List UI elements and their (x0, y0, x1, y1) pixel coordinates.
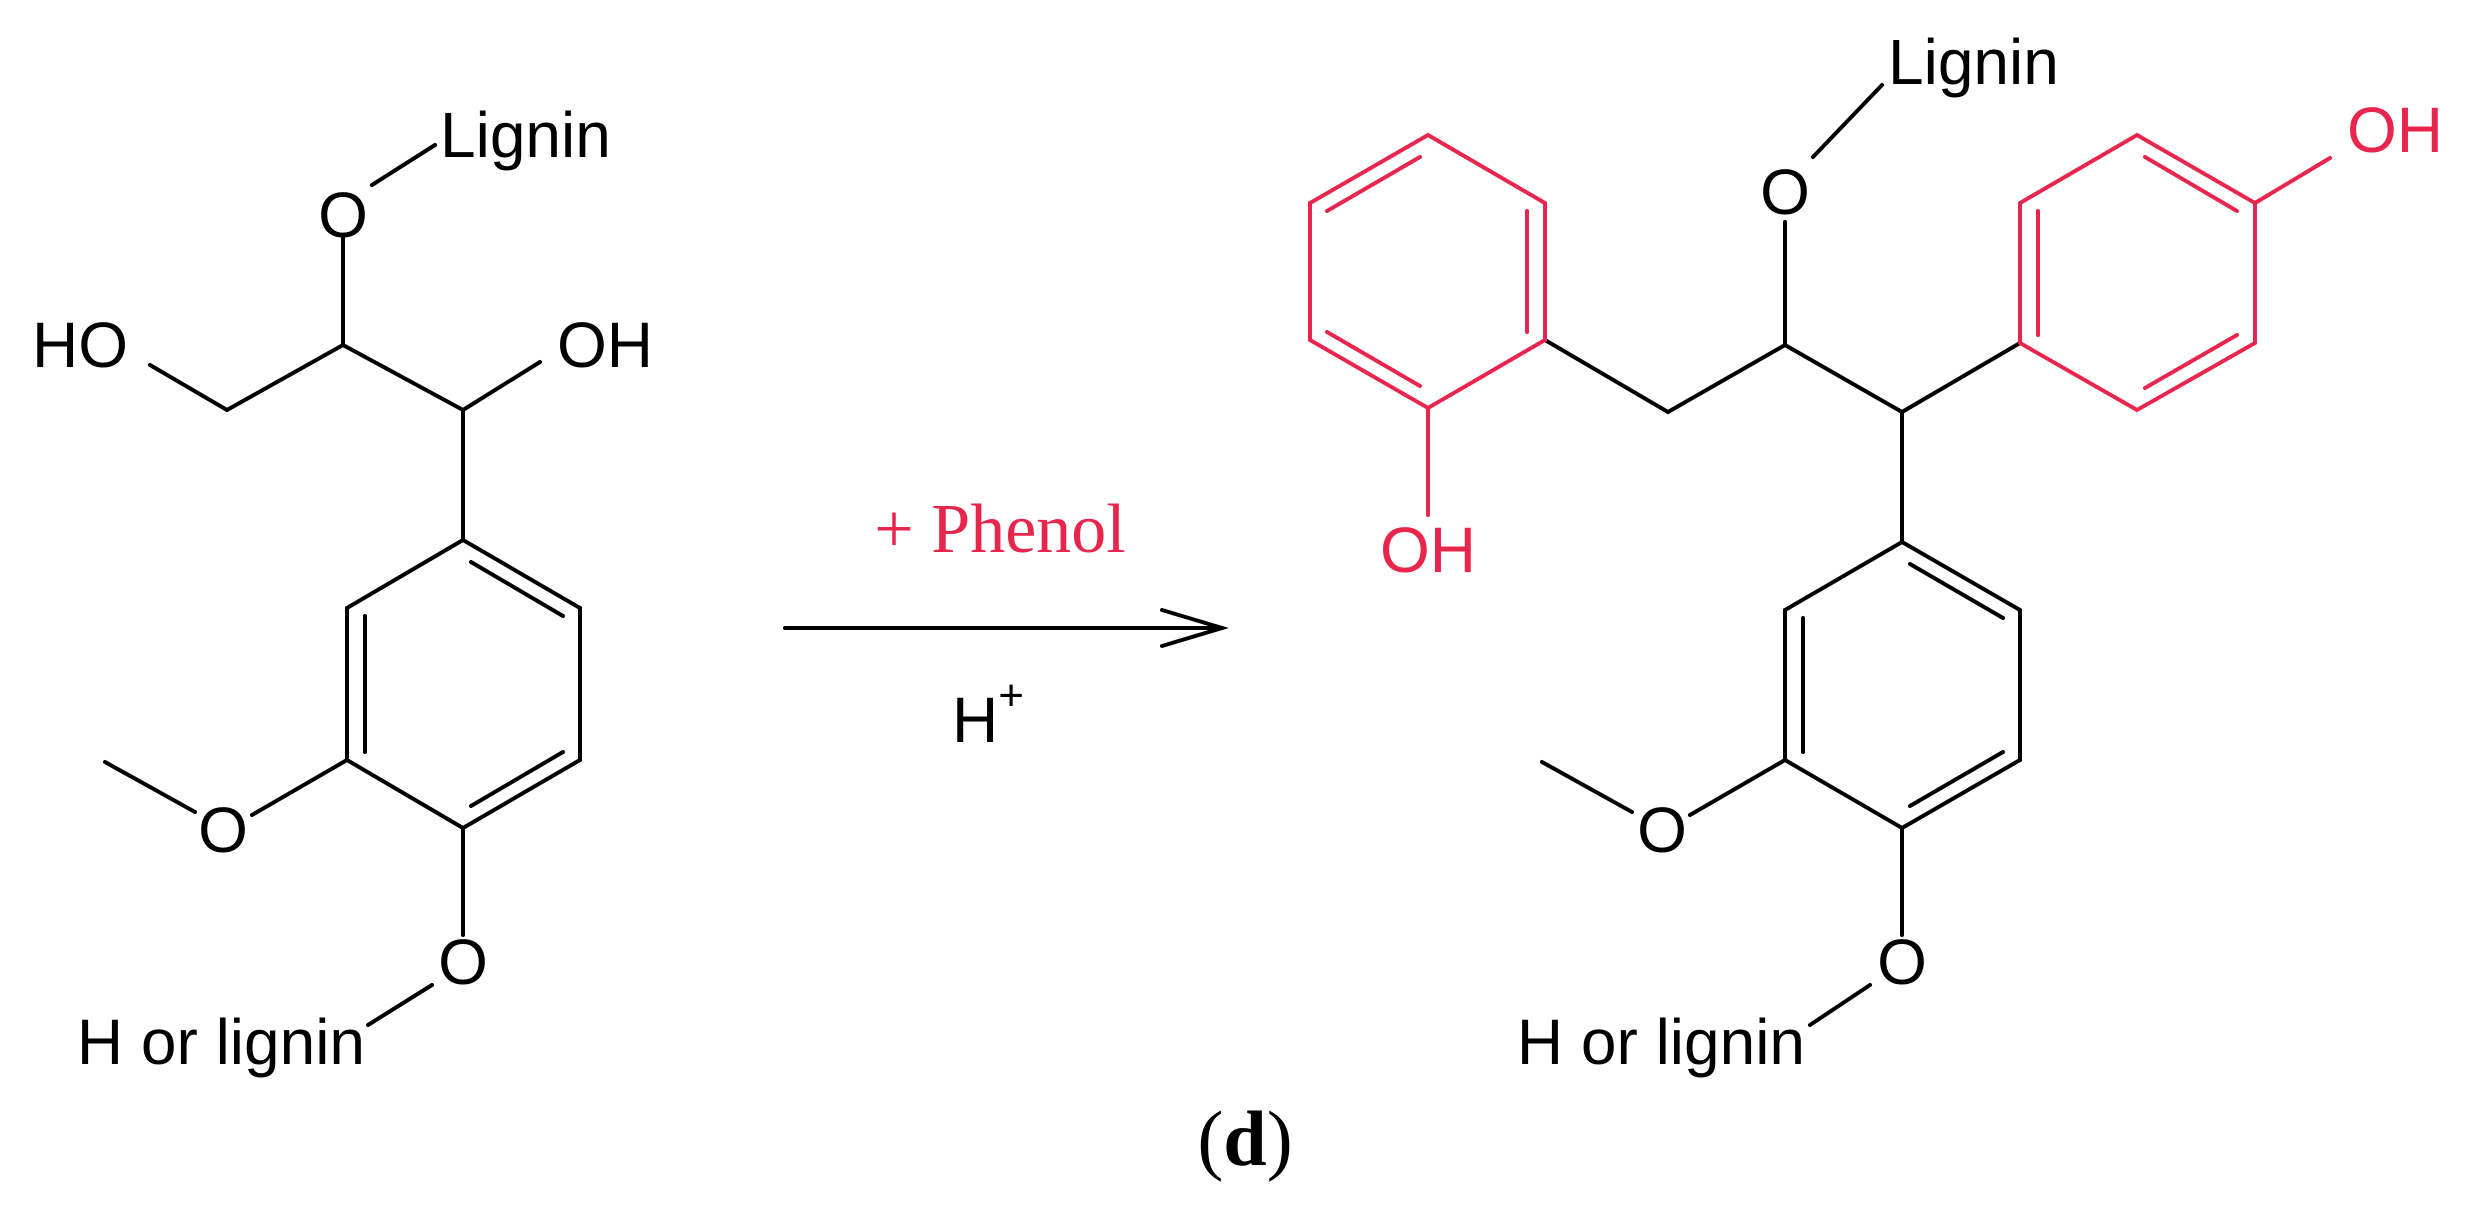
bond-lignin-o-top (370, 143, 437, 187)
bond-calpha-cbeta (1783, 343, 1904, 414)
product-o-methoxy: O (1637, 794, 1687, 866)
product-lignin-label: Lignin (1888, 26, 2059, 98)
phenol-ring-right (2018, 132, 2332, 413)
reactant-bonds (103, 143, 582, 1027)
arrow-head (1160, 608, 1229, 648)
reactant-structure: O Lignin HO OH O O H or lignin (32, 99, 653, 1078)
bond-ring-oh-right (2253, 156, 2332, 205)
product-oh-left-ring: OH (1380, 514, 1476, 586)
product-structure: O Lignin OH OH O O H or lignin (1308, 26, 2443, 1078)
reactant-h-or-lignin: H or lignin (77, 1006, 365, 1078)
phenol-right-ring-outer (2018, 132, 2257, 413)
product-o-bottom: O (1877, 926, 1927, 998)
phenol-reagent-label: + Phenol (874, 491, 1125, 568)
reactant-o-top: O (318, 179, 368, 251)
caption-letter: d (1223, 1095, 1266, 1182)
phenol-ring-left (1308, 132, 1547, 517)
caption-open-paren: ( (1197, 1095, 1223, 1182)
reactant-ho-left: HO (32, 309, 128, 381)
bond-ch2-oh-left (148, 363, 229, 412)
bond-calpha-ch2 (1666, 343, 1787, 414)
bond-o-methyl (1540, 760, 1634, 814)
reactant-ring-inner-1 (469, 560, 565, 618)
bond-o-methyl (103, 760, 197, 814)
reactant-oh-right: OH (557, 309, 653, 381)
bond-cbeta-oh-right (461, 360, 542, 412)
product-lower-ring-outer (1783, 539, 2022, 831)
bond-o-h-or-lignin (1808, 983, 1872, 1027)
reaction-arrow: + Phenol H+ (783, 491, 1229, 756)
reactant-o-bottom: O (438, 926, 488, 998)
phenol-right-ring-inner-2 (2143, 333, 2239, 390)
phenol-left-ring-inner-3 (1325, 330, 1422, 388)
product-oh-right-ring: OH (2347, 94, 2443, 166)
bond-ch2-ring (1543, 338, 1670, 414)
phenol-left-ring-inner-1 (1325, 155, 1422, 213)
bond-ring-o-methoxy (1688, 758, 1787, 817)
product-backbone-bonds (1540, 83, 2022, 1027)
phenol-right-ring-inner-1 (2143, 155, 2239, 213)
product-lower-ring-inner-1 (1908, 562, 2005, 620)
catalyst-superscript: + (998, 671, 1024, 720)
caption-close-paren: ) (1267, 1095, 1293, 1182)
catalyst-label: H+ (952, 671, 1024, 756)
reactant-o-methoxy: O (198, 794, 248, 866)
product-o-top: O (1760, 156, 1810, 228)
reactant-lignin-label: Lignin (440, 99, 611, 171)
product-lower-ring-inner-2 (1908, 750, 2005, 808)
bond-calpha-ch2 (225, 343, 345, 412)
bond-lignin-o-top (1811, 83, 1884, 159)
product-h-or-lignin: H or lignin (1517, 1006, 1805, 1078)
bond-calpha-cbeta (341, 343, 465, 412)
bond-o-h-or-lignin (366, 983, 434, 1027)
catalyst-base: H (952, 684, 998, 756)
panel-caption: (d) (1197, 1095, 1292, 1182)
reactant-ring-outer (345, 537, 582, 831)
phenol-left-ring-outer (1308, 132, 1547, 411)
bond-cbeta-right-ring (1900, 341, 2022, 414)
reactant-ring-inner-2 (469, 750, 565, 808)
bond-ring-o-methoxy (250, 758, 349, 817)
